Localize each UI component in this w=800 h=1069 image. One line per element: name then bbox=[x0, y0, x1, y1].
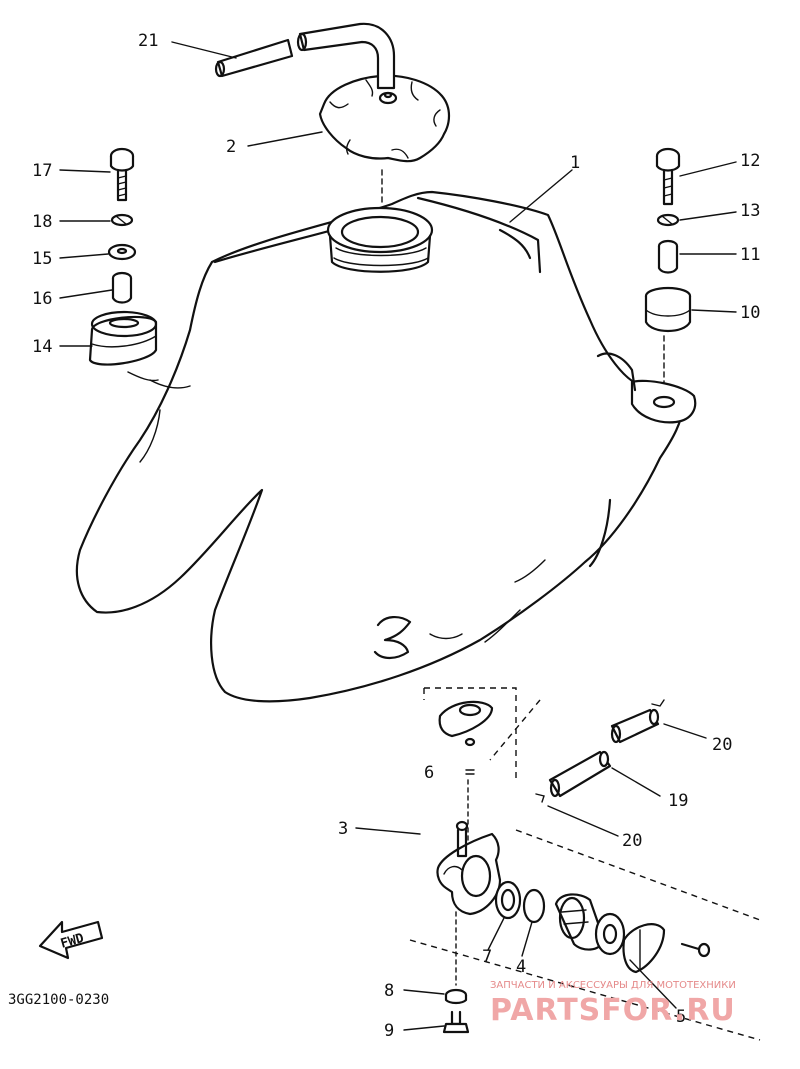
callout-14: 14 bbox=[32, 337, 52, 357]
callout-4: 4 bbox=[516, 957, 526, 977]
callout-18: 18 bbox=[32, 212, 52, 232]
callout-15: 15 bbox=[32, 249, 52, 269]
callout-6: 6 bbox=[424, 763, 434, 783]
callout-13: 13 bbox=[740, 201, 760, 221]
callout-20-lower: 20 bbox=[622, 831, 642, 851]
breather-hose bbox=[214, 22, 396, 90]
callout-2: 2 bbox=[226, 137, 236, 157]
callout-21: 21 bbox=[138, 31, 158, 51]
callout-5: 5 bbox=[676, 1007, 686, 1027]
callout-9: 9 bbox=[384, 1021, 394, 1041]
fuel-cock-assembly bbox=[409, 687, 761, 1041]
callout-16: 16 bbox=[32, 289, 52, 309]
fuel-cap bbox=[318, 74, 451, 206]
forward-arrow: FWD bbox=[38, 920, 104, 960]
diagram-code: 3GG2100-0230 bbox=[8, 992, 109, 1008]
fwd-label: FWD bbox=[59, 931, 86, 952]
callout-20-upper: 20 bbox=[712, 735, 732, 755]
callout-11: 11 bbox=[740, 245, 760, 265]
watermark-tagline: ЗАПЧАСТИ И АКСЕССУАРЫ ДЛЯ МОТОТЕХНИКИ bbox=[490, 980, 736, 991]
callout-1: 1 bbox=[570, 153, 580, 173]
callout-17: 17 bbox=[32, 161, 52, 181]
fuel-tank bbox=[75, 190, 697, 703]
right-mount-hardware bbox=[644, 147, 692, 383]
callout-8: 8 bbox=[384, 981, 394, 1001]
watermark: ЗАПЧАСТИ И АКСЕССУАРЫ ДЛЯ МОТОТЕХНИКИ PA… bbox=[490, 980, 736, 1028]
left-mount-hardware bbox=[88, 147, 158, 366]
watermark-brand: PARTSFOR.RU bbox=[490, 993, 736, 1028]
callout-7: 7 bbox=[482, 947, 492, 967]
callout-3: 3 bbox=[338, 819, 348, 839]
callout-labels: 21 2 17 18 15 16 14 1 12 13 11 10 20 19 … bbox=[32, 31, 760, 1041]
callout-12: 12 bbox=[740, 151, 760, 171]
fuel-line bbox=[535, 699, 665, 803]
callout-10: 10 bbox=[740, 303, 760, 323]
callout-19: 19 bbox=[668, 791, 688, 811]
leader-lines bbox=[59, 41, 737, 1031]
